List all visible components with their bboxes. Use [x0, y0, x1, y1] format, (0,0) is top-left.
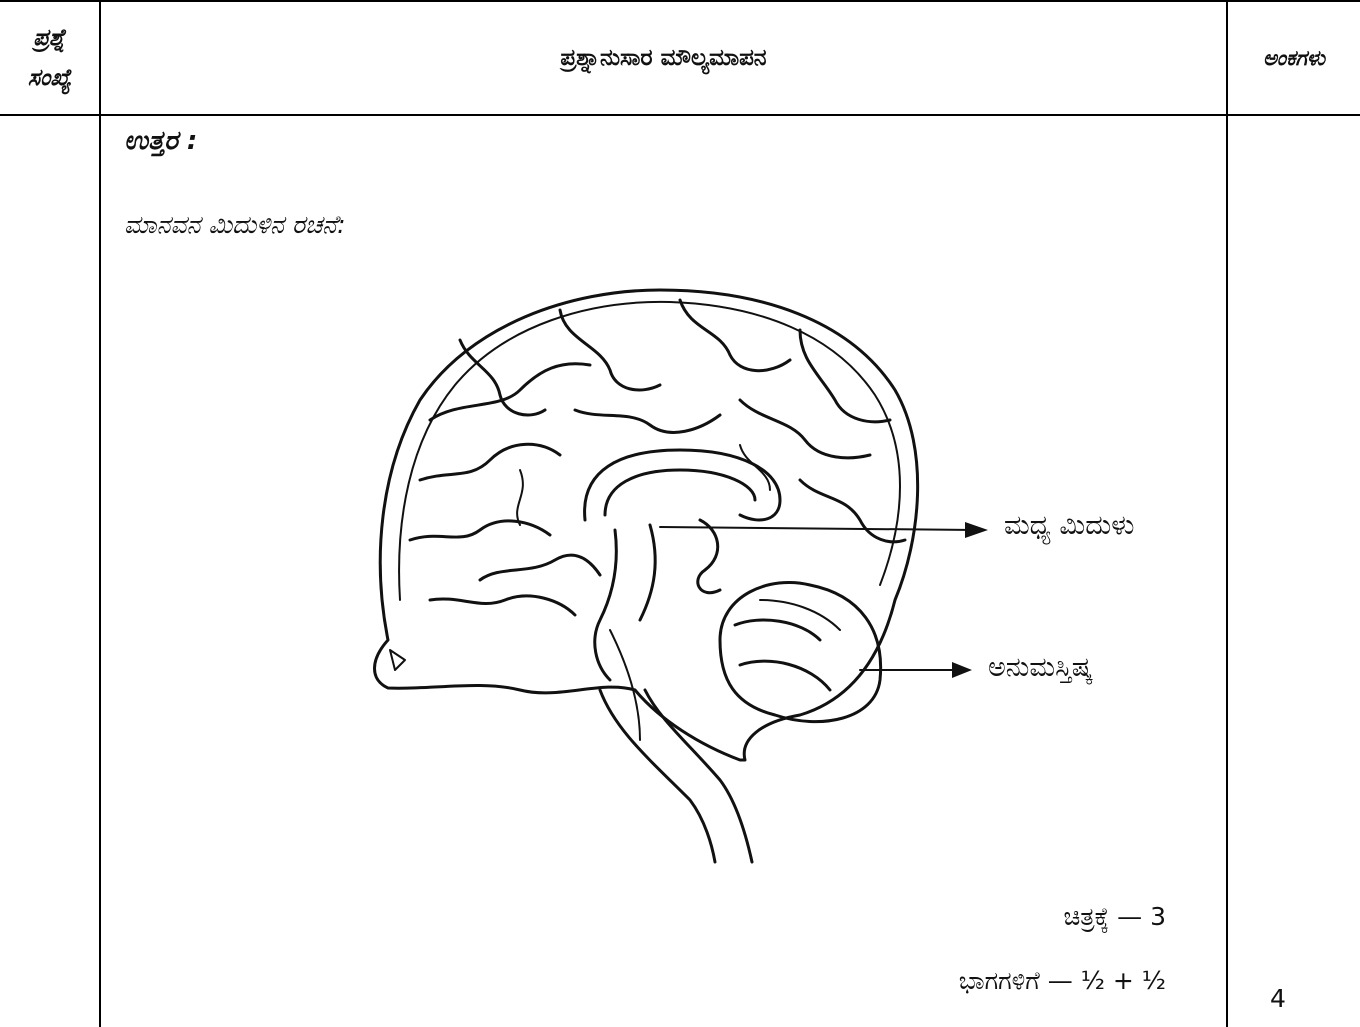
gyrus-13: [517, 470, 523, 525]
score-figure: ಚಿತ್ರಕ್ಕೆ — 3: [940, 902, 1166, 932]
label-cerebellum: ಅನುಮಸ್ತಿಷ್ಕ: [988, 652, 1093, 684]
score-parts: ಭಾಗಗಳಿಗೆ — ½ + ½: [860, 966, 1166, 996]
stem-ridge: [610, 630, 640, 740]
cerebellum-fold-2: [740, 661, 830, 690]
gyrus-7: [740, 400, 870, 458]
gyrus-3: [680, 300, 790, 371]
cerebellum-arrowhead: [952, 662, 972, 678]
frontal-mark: [390, 650, 405, 670]
gyrus-10: [800, 480, 905, 542]
thalamus: [698, 520, 720, 593]
gyrus-4: [800, 330, 890, 422]
marks-value: 4: [1270, 984, 1286, 1013]
gyrus-9: [480, 555, 600, 580]
brainstem-inner: [645, 690, 752, 862]
gyrus-2: [560, 310, 660, 390]
brainstem: [600, 690, 715, 862]
gyrus-5: [420, 444, 560, 480]
midbrain-pointer-line: [660, 527, 975, 530]
gyrus-8: [410, 521, 550, 540]
midbrain-arrowhead: [965, 522, 988, 538]
gyrus-11: [430, 596, 575, 615]
gyrus-6: [575, 410, 720, 432]
corpus-callosum-inner: [605, 470, 755, 515]
label-midbrain: ಮಧ್ಯ ಮಿದುಳು: [1004, 510, 1135, 542]
midbrain-curve-2: [640, 525, 655, 620]
cerebellum-fold-1: [735, 620, 820, 640]
midbrain-curve: [595, 530, 617, 680]
cerebellum-outline: [720, 582, 881, 721]
